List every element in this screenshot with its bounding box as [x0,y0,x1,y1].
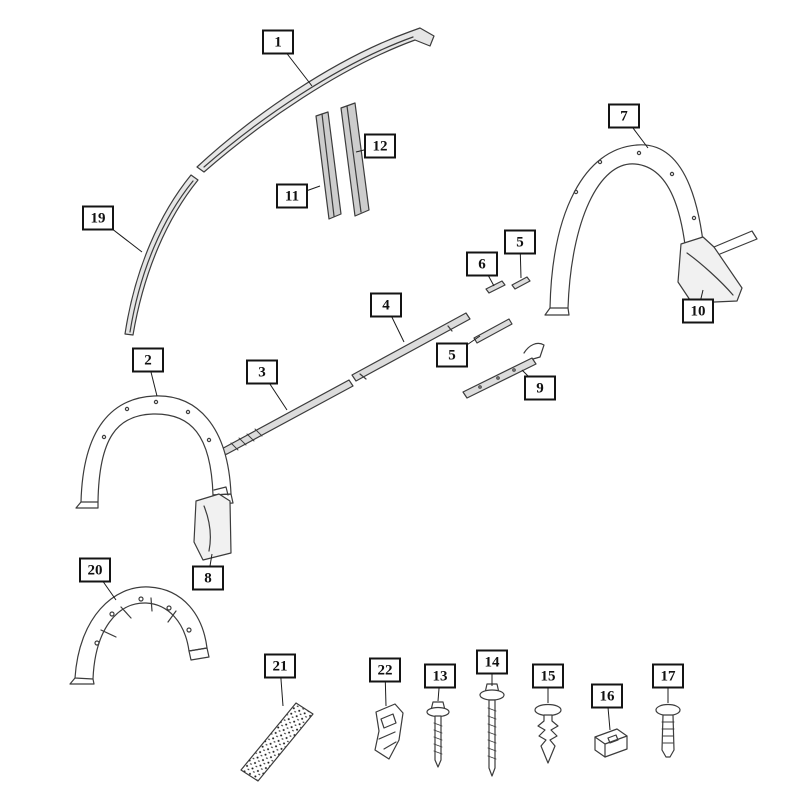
callout-11: 11 [276,183,308,209]
callout-12: 12 [364,133,396,159]
part-8-splash-guard-left-illustration [193,486,232,561]
callout-15: 15 [532,663,564,689]
part-16-u-nut-clip-illustration [594,728,628,758]
part-17-push-rivet-illustration [655,703,681,758]
callout-6: 6 [466,251,498,277]
callout-19: 19 [82,205,114,231]
callout-21: 21 [264,653,296,679]
part-5-clip-lower-illustration [473,318,513,344]
callout-16: 16 [591,683,623,709]
part-21-protective-tape-illustration [240,702,314,782]
part-10-splash-guard-right-illustration [677,230,758,304]
callout-10: 10 [682,298,714,324]
part-12-b-pillar-applique-illustration [340,102,370,217]
callout-3: 3 [246,359,278,385]
part-4-door-molding-rear-illustration [351,312,471,382]
part-5-clip-upper-illustration [511,276,531,290]
part-13-screw-short-illustration [426,701,450,768]
part-3-door-molding-front-illustration [215,379,354,458]
part-2-wheel-flare-left-illustration [75,395,234,509]
callout-20: 20 [79,557,111,583]
part-20-wheel-liner-illustration [69,586,210,685]
callout-5a: 5 [504,229,536,255]
part-15-push-retainer-illustration [534,703,562,764]
callout-17: 17 [652,663,684,689]
callout-22: 22 [369,657,401,683]
callout-4: 4 [370,292,402,318]
callout-9: 9 [524,375,556,401]
part-19-a-pillar-molding-illustration [124,174,199,336]
part-11-b-pillar-applique-illustration [315,111,342,220]
part-1-roof-molding-illustration [196,27,435,173]
callout-8: 8 [192,565,224,591]
part-14-screw-long-illustration [479,683,505,777]
callout-7: 7 [608,103,640,129]
callout-2: 2 [132,347,164,373]
part-9-sill-molding-illustration [462,342,545,399]
part-6-clip-illustration [485,280,506,294]
callout-1: 1 [262,29,294,55]
callout-13: 13 [424,663,456,689]
callout-5b: 5 [436,342,468,368]
callout-14: 14 [476,649,508,675]
part-22-retainer-clip-illustration [374,703,404,760]
